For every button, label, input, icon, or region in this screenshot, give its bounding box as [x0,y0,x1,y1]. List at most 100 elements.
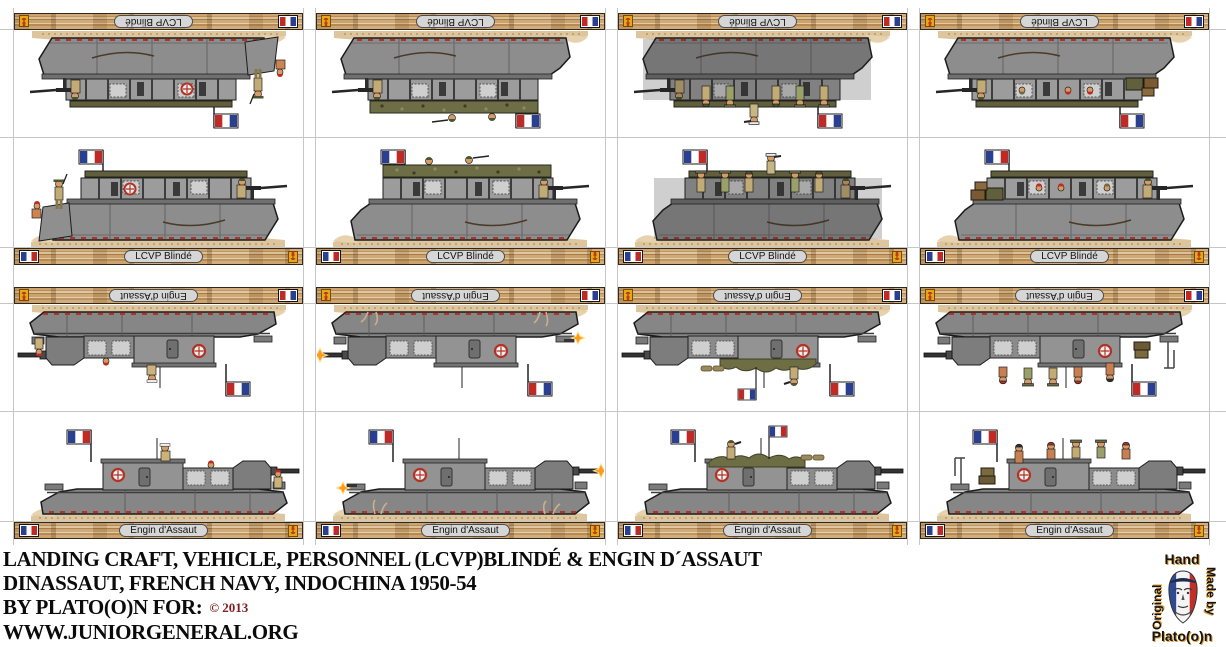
boat-illustration [15,144,302,248]
naval-crest-icon [19,289,29,302]
cut-guide-line [617,8,618,545]
logo-platoon-label: Plato(o)n [1151,628,1213,644]
copyright-text: © 2013 [209,600,249,615]
card-bottom-banner: Engin d'Assaut [14,522,303,539]
miniature-card-engin-3: Engin d'Assaut [618,287,907,539]
lcvp-boat-art [31,149,288,247]
boat-type-label: Engin d'Assaut [109,289,198,302]
plato-logo: Hand Made by Original Plato(o)n [1138,551,1226,644]
fold-guide-line [0,137,1226,138]
miniature-card-lcvp-3: LCVP Blindé [618,13,907,265]
sheet-title: LANDING CRAFT, VEHICLE, PERSONNEL (LCVP)… [3,547,762,571]
miniature-card-engin-1: Engin d'Assaut [14,287,303,539]
engin-assaut-boat-art [635,425,904,521]
boat-type-label: Engin d'Assaut [723,524,812,537]
card-top-banner-flipped: LCVP Blindé [920,13,1209,30]
boat-illustration-flipped [921,304,1208,408]
engin-assaut-boat-art [937,429,1206,521]
french-flag-icon [321,524,341,537]
boat-illustration-flipped [619,30,906,134]
card-bottom-banner: Engin d'Assaut [316,522,605,539]
cut-guide-line [605,8,606,545]
logo-hand-label: Hand [1164,551,1200,567]
miniature-card-engin-2: Engin d'Assaut [316,287,605,539]
card-top-banner-flipped: Engin d'Assaut [316,287,605,304]
boat-illustration [619,418,906,522]
naval-crest-icon [925,15,935,28]
french-flag-icon [19,524,39,537]
cut-guide-line [315,8,316,545]
miniature-card-lcvp-4: LCVP Blindé [920,13,1209,265]
author-text: BY PLATO(O)N FOR: [3,595,203,619]
engin-assaut-boat-art [621,305,890,401]
french-flag-icon [321,250,341,263]
boat-type-label: Engin d'Assaut [1015,289,1104,302]
card-bottom-banner: LCVP Blindé [316,248,605,265]
lcvp-boat-art [937,149,1194,247]
lcvp-boat-art [633,31,890,129]
boat-illustration-flipped [317,30,604,134]
boat-type-label: LCVP Blindé [426,250,505,263]
lcvp-boat-art [29,31,286,129]
french-flag-icon [19,250,39,263]
boat-illustration [15,418,302,522]
lcvp-boat-art [333,149,590,247]
cut-guide-line [919,8,920,545]
boat-type-label: LCVP Blindé [124,250,203,263]
boat-illustration [317,418,604,522]
card-bottom-banner: Engin d'Assaut [920,522,1209,539]
card-top-banner-flipped: Engin d'Assaut [14,287,303,304]
boat-type-label: LCVP Blindé [416,15,495,28]
french-flag-icon [925,250,945,263]
card-top-banner-flipped: LCVP Blindé [14,13,303,30]
naval-crest-icon [1194,524,1204,537]
miniature-card-lcvp-1: LCVP Blindé [14,13,303,265]
boat-illustration [317,144,604,248]
card-top-banner-flipped: Engin d'Assaut [920,287,1209,304]
boat-illustration-flipped [619,304,906,408]
cut-guide-line [0,247,1226,248]
french-flag-icon [882,289,902,302]
french-flag-icon [1184,15,1204,28]
lcvp-boat-art [635,149,892,247]
sheet-subtitle: DINASSAUT, FRENCH NAVY, INDOCHINA 1950-5… [3,571,477,595]
logo-original-label: Original [1150,584,1164,630]
engin-assaut-boat-art [333,429,604,521]
cut-guide-line [1209,8,1210,545]
naval-crest-icon [892,250,902,263]
french-flag-icon [925,524,945,537]
cut-guide-line [907,8,908,545]
boat-illustration [921,418,1208,522]
author-line: BY PLATO(O)N FOR: © 2013 [3,595,762,620]
engin-assaut-boat-art [317,305,588,397]
naval-crest-icon [925,289,935,302]
card-top-banner-flipped: LCVP Blindé [618,13,907,30]
miniature-card-lcvp-2: LCVP Blindé [316,13,605,265]
card-top-banner-flipped: Engin d'Assaut [618,287,907,304]
french-flag-icon [1184,289,1204,302]
french-flag-icon [623,524,643,537]
miniature-card-engin-4: Engin d'Assaut [920,287,1209,539]
boat-type-label: LCVP Blindé [718,15,797,28]
logo-made-by-label: Made by [1204,567,1218,616]
boat-illustration [921,144,1208,248]
boat-type-label: Engin d'Assaut [1025,524,1114,537]
fold-guide-line [0,411,1226,412]
card-bottom-banner: LCVP Blindé [920,248,1209,265]
naval-crest-icon [288,250,298,263]
boat-illustration [619,144,906,248]
boat-type-label: Engin d'Assaut [713,289,802,302]
card-bottom-banner: LCVP Blindé [618,248,907,265]
lcvp-boat-art [331,31,588,129]
boat-type-label: LCVP Blindé [1020,15,1099,28]
website-url: WWW.JUNIORGENERAL.ORG [3,620,299,644]
naval-crest-icon [892,524,902,537]
boat-illustration-flipped [921,30,1208,134]
french-flag-icon [278,15,298,28]
cut-guide-line [13,8,14,545]
engin-assaut-boat-art [17,305,286,397]
boat-type-label: LCVP Blindé [728,250,807,263]
french-flag-icon [882,15,902,28]
naval-crest-icon [321,289,331,302]
